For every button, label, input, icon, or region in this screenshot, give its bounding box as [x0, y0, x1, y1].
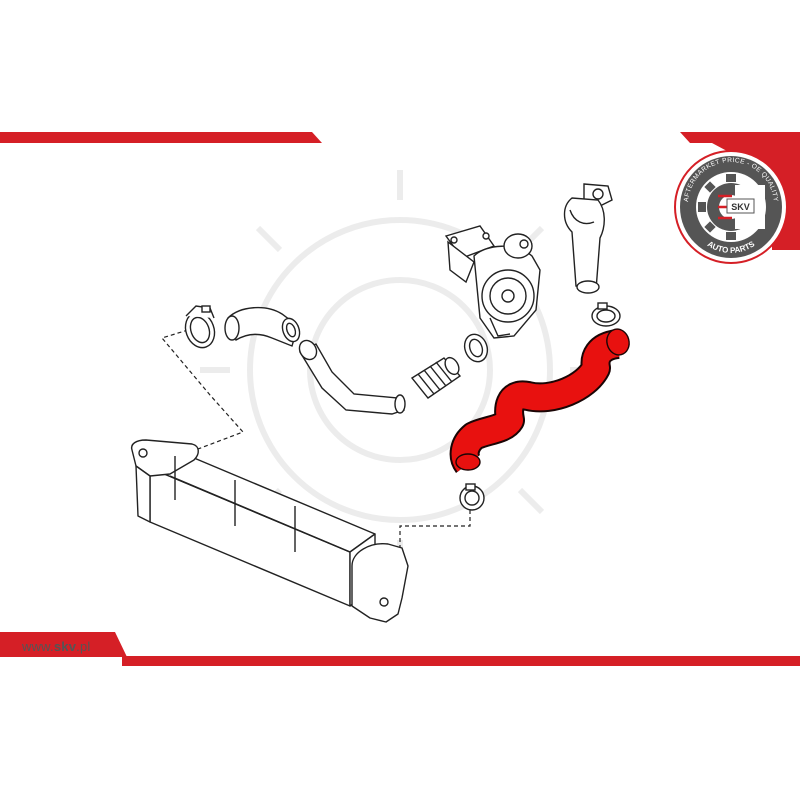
top-clamp — [591, 302, 621, 327]
throttle-elbow — [563, 183, 613, 294]
intercooler — [130, 439, 409, 623]
intake-pipe — [298, 339, 406, 415]
url-brand: skv — [53, 639, 77, 654]
skv-badge — [726, 198, 755, 214]
url-prefix: www. — [22, 639, 54, 654]
bottom-clamp — [459, 483, 485, 511]
highlighted-hose — [449, 328, 630, 473]
top-right-red-band — [680, 132, 800, 250]
dashed-connection-lines — [160, 329, 471, 548]
turbo-clamp — [463, 333, 489, 363]
skv-badge-text: SKV — [731, 202, 750, 212]
top-left-red-band — [0, 132, 322, 143]
turbocharger — [444, 225, 541, 339]
skv-seal-logo: AFTERMARKET PRICE - OE QUALITY AUTO PART… — [674, 150, 788, 264]
bottom-left-red-band — [0, 632, 127, 657]
url-suffix: .pl — [76, 639, 91, 654]
bottom-red-line — [122, 656, 800, 666]
upper-hose — [224, 307, 301, 347]
bellows-sleeve — [410, 356, 462, 399]
website-url[interactable]: www.skv.pl — [22, 639, 91, 654]
upper-hose-clamp — [184, 305, 216, 349]
